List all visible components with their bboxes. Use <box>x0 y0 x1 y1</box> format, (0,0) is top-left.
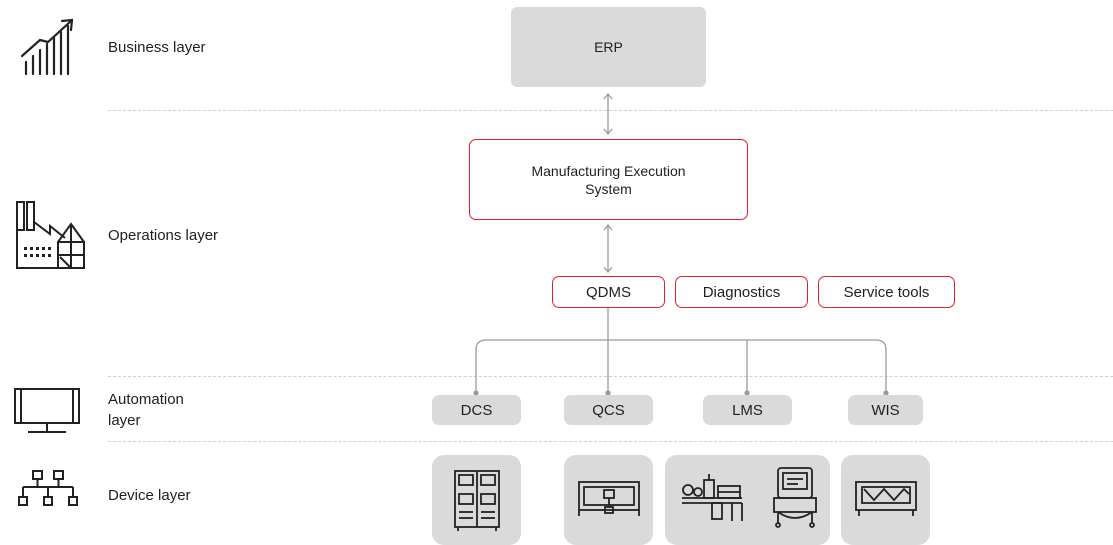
lms-label: LMS <box>732 401 763 419</box>
diagnostics-label: Diagnostics <box>702 283 781 301</box>
network-hierarchy-icon <box>18 470 78 506</box>
erp-box: ERP <box>511 7 706 87</box>
qcs-label: QCS <box>592 401 625 419</box>
separator-business-operations <box>108 110 1113 111</box>
monitor-icon <box>14 388 80 433</box>
winder-machine-icon <box>682 474 743 521</box>
dcs-label: DCS <box>460 401 493 419</box>
qdms-box: QDMS <box>552 276 665 308</box>
growth-chart-icon <box>20 18 74 76</box>
dcs-box: DCS <box>432 395 521 425</box>
wis-box: WIS <box>848 395 923 425</box>
mes-box: Manufacturing Execution System <box>469 139 748 220</box>
wis-label: WIS <box>871 401 900 419</box>
separator-operations-automation <box>108 376 1113 377</box>
mes-label: Manufacturing Execution System <box>531 162 686 197</box>
service-tools-box: Service tools <box>818 276 955 308</box>
automation-layer-label: Automation layer <box>108 391 184 429</box>
device-layer-label: Device layer <box>108 487 191 504</box>
separator-automation-device <box>108 441 1113 442</box>
qcs-box: QCS <box>564 395 653 425</box>
operations-layer-label: Operations layer <box>108 227 219 244</box>
diagnostics-box: Diagnostics <box>675 276 808 308</box>
service-tools-label: Service tools <box>843 283 930 301</box>
lms-box: LMS <box>703 395 792 425</box>
control-cabinet-icon <box>454 470 500 531</box>
wire-frame-icon <box>855 481 917 516</box>
qdms-label: QDMS <box>586 283 631 301</box>
business-layer-label: Business layer <box>108 39 206 56</box>
factory-icon <box>16 201 85 269</box>
reel-machine-icon <box>773 467 817 528</box>
erp-label: ERP <box>594 39 623 55</box>
scanner-frame-icon <box>578 481 640 516</box>
device-tile-lms <box>665 455 830 545</box>
